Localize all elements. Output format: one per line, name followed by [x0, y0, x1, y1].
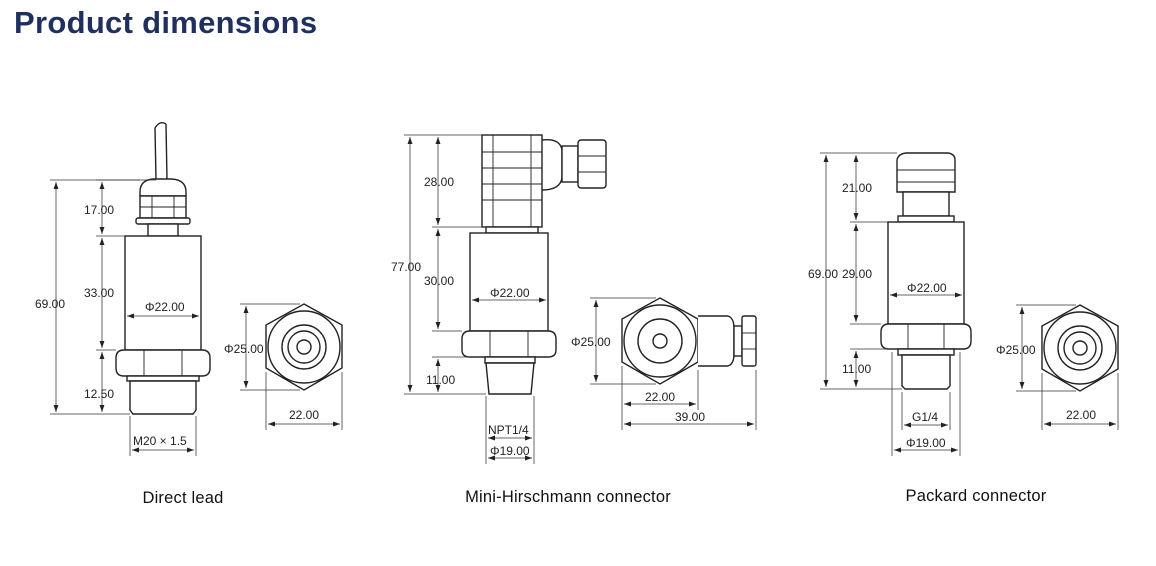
mini-hirschmann-drawing: 77.00 28.00 30.00 11.00 Φ22.00 NPT1/4 Φ1… — [391, 134, 757, 506]
hirschmann-dim-total: 77.00 — [391, 260, 421, 274]
direct-lead-dim-total: 69.00 — [35, 297, 65, 311]
direct-lead-body — [124, 235, 202, 351]
packard-dim-hex: Φ25.00 — [996, 343, 1036, 357]
hirschmann-body — [469, 232, 549, 332]
packard-dim-total: 69.00 — [808, 267, 838, 281]
hirschmann-dim-hex: Φ25.00 — [571, 335, 611, 349]
packard-dim-hex-flat: 22.00 — [1066, 408, 1096, 422]
packard-dim-base-dia: Φ19.00 — [906, 436, 946, 450]
direct-lead-end-view — [265, 303, 343, 391]
packard-dim-body: 29.00 — [842, 267, 872, 281]
packard-end-view — [1041, 304, 1119, 392]
hirschmann-dim-connector: 28.00 — [424, 175, 454, 189]
packard-body — [887, 221, 965, 325]
direct-lead-gland — [139, 178, 187, 197]
hirschmann-dim-thread: 11.00 — [426, 373, 455, 387]
direct-lead-dim-body-dia: Φ22.00 — [145, 300, 185, 314]
hirschmann-side-nut — [577, 139, 607, 189]
direct-lead-dim-hex: Φ25.00 — [224, 342, 264, 356]
packard-dim-body-dia: Φ22.00 — [907, 281, 947, 295]
direct-lead-dim-thread: 12.50 — [84, 387, 114, 401]
packard-dim-thread-spec: G1/4 — [912, 410, 938, 424]
hirschmann-hex — [461, 330, 557, 358]
hirschmann-dim-side: 39.00 — [675, 410, 705, 424]
packard-dim-thread: 11.00 — [842, 362, 871, 376]
hirschmann-caption: Mini-Hirschmann connector — [465, 488, 671, 506]
hirschmann-connector — [481, 134, 543, 228]
packard-thread — [901, 354, 951, 390]
hirschmann-dim-thread-spec: NPT1/4 — [488, 423, 529, 437]
direct-lead-dim-top: 17.00 — [84, 203, 114, 217]
direct-lead-dim-thread-spec: M20 × 1.5 — [133, 434, 187, 448]
direct-lead-caption: Direct lead — [142, 489, 223, 507]
packard-connector — [896, 152, 956, 193]
hirschmann-thread — [485, 362, 535, 395]
packard-dim-connector: 21.00 — [842, 181, 872, 195]
hirschmann-dim-body: 30.00 — [424, 274, 454, 288]
page-title: Product dimensions — [14, 5, 318, 40]
direct-lead-dim-hex-flat: 22.00 — [289, 408, 319, 422]
packard-hex — [880, 323, 972, 350]
hirschmann-dim-base-dia: Φ19.00 — [490, 444, 530, 458]
direct-lead-dim-body: 33.00 — [84, 286, 114, 300]
direct-lead-drawing: 69.00 17.00 33.00 12.50 Φ22.00 M20 × 1.5… — [35, 121, 343, 507]
hirschmann-dim-body-dia: Φ22.00 — [490, 286, 530, 300]
direct-lead-hex — [115, 349, 211, 377]
packard-caption: Packard connector — [906, 487, 1047, 505]
direct-lead-cable — [154, 121, 168, 181]
hirschmann-end-view — [621, 297, 757, 385]
direct-lead-thread — [129, 380, 197, 415]
hirschmann-dim-hex-flat: 22.00 — [645, 390, 675, 404]
packard-drawing: 69.00 21.00 29.00 11.00 Φ22.00 G1/4 Φ19.… — [808, 152, 1119, 505]
